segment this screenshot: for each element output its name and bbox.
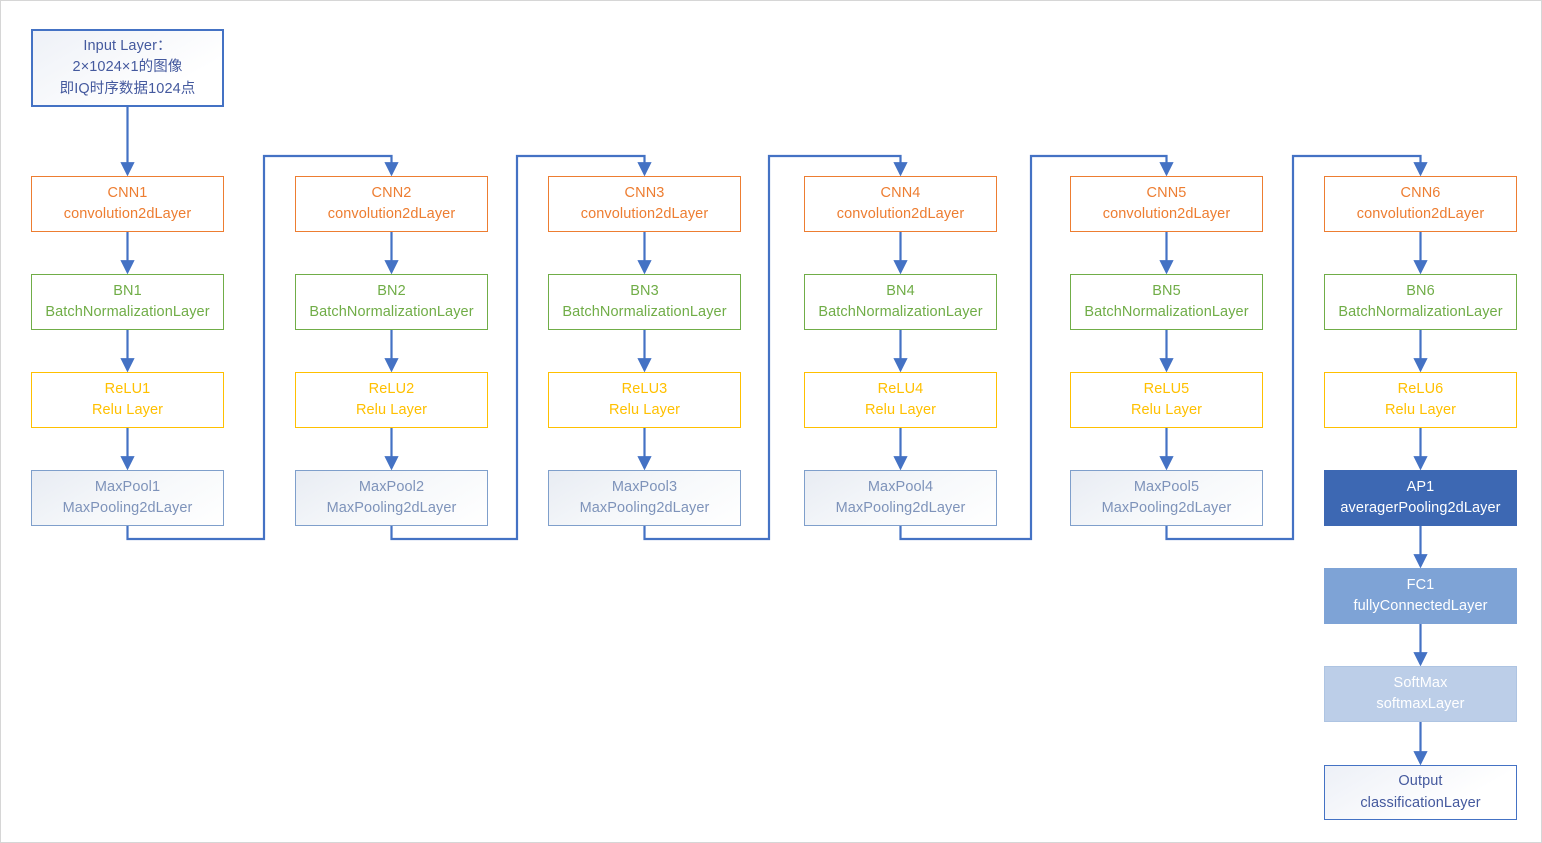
layer-title: MaxPool2 bbox=[358, 478, 425, 495]
layer-title: CNN2 bbox=[371, 184, 412, 201]
layer-subtitle: convolution2dLayer bbox=[836, 206, 965, 222]
layer-title: ReLU6 bbox=[1397, 380, 1444, 397]
layer-title: CNN1 bbox=[107, 184, 148, 201]
layer-title: FC1 bbox=[1406, 576, 1435, 593]
layer-title: Output bbox=[1398, 773, 1443, 790]
layer-subtitle: classificationLayer bbox=[1360, 794, 1481, 811]
bn6-box: BN6 BatchNormalizationLayer bbox=[1324, 274, 1517, 330]
layer-subtitle: Relu Layer bbox=[1130, 402, 1203, 418]
maxpool3-box: MaxPool3 MaxPooling2dLayer bbox=[548, 470, 741, 526]
layer-subtitle: MaxPooling2dLayer bbox=[1101, 500, 1232, 516]
layer-title: CNN6 bbox=[1400, 184, 1441, 201]
layer-subtitle: Relu Layer bbox=[608, 402, 681, 418]
bn4-box: BN4 BatchNormalizationLayer bbox=[804, 274, 997, 330]
input-line-1: Input Layer： bbox=[83, 38, 172, 55]
bn1-box: BN1 BatchNormalizationLayer bbox=[31, 274, 224, 330]
layer-title: CNN5 bbox=[1146, 184, 1187, 201]
layer-subtitle: MaxPooling2dLayer bbox=[579, 500, 710, 516]
layer-subtitle: fullyConnectedLayer bbox=[1353, 598, 1488, 614]
input-layer-box: Input Layer： 2×1024×1的图像 即IQ时序数据1024点 bbox=[31, 29, 224, 107]
connector-pool1-cnn2 bbox=[126, 154, 399, 541]
layer-subtitle: Relu Layer bbox=[355, 402, 428, 418]
layer-subtitle: convolution2dLayer bbox=[1356, 206, 1485, 222]
relu3-box: ReLU3 Relu Layer bbox=[548, 372, 741, 428]
cnn5-box: CNN5 convolution2dLayer bbox=[1070, 176, 1263, 232]
connector-pool2-cnn3 bbox=[390, 154, 652, 541]
connector-pool4-cnn5 bbox=[899, 154, 1174, 541]
relu5-box: ReLU5 Relu Layer bbox=[1070, 372, 1263, 428]
layer-subtitle: Relu Layer bbox=[864, 402, 937, 418]
layer-subtitle: MaxPooling2dLayer bbox=[835, 500, 966, 516]
input-line-3: 即IQ时序数据1024点 bbox=[59, 80, 196, 97]
connector-pool3-cnn4 bbox=[643, 154, 908, 541]
layer-subtitle: convolution2dLayer bbox=[63, 206, 192, 222]
cnn3-box: CNN3 convolution2dLayer bbox=[548, 176, 741, 232]
fc1-box: FC1 fullyConnectedLayer bbox=[1324, 568, 1517, 624]
cnn2-box: CNN2 convolution2dLayer bbox=[295, 176, 488, 232]
layer-subtitle: BatchNormalizationLayer bbox=[818, 304, 983, 320]
layer-title: CNN3 bbox=[624, 184, 665, 201]
input-line-2: 2×1024×1的图像 bbox=[72, 59, 183, 76]
layer-title: MaxPool4 bbox=[867, 478, 934, 495]
layer-subtitle: convolution2dLayer bbox=[580, 206, 709, 222]
layer-title: SoftMax bbox=[1393, 674, 1448, 691]
ap1-box: AP1 averagerPooling2dLayer bbox=[1324, 470, 1517, 526]
layer-title: ReLU1 bbox=[104, 380, 151, 397]
relu2-box: ReLU2 Relu Layer bbox=[295, 372, 488, 428]
layer-title: BN2 bbox=[377, 282, 406, 299]
layer-subtitle: BatchNormalizationLayer bbox=[562, 304, 727, 320]
layer-subtitle: convolution2dLayer bbox=[1102, 206, 1231, 222]
maxpool2-box: MaxPool2 MaxPooling2dLayer bbox=[295, 470, 488, 526]
layer-title: AP1 bbox=[1406, 478, 1435, 495]
relu6-box: ReLU6 Relu Layer bbox=[1324, 372, 1517, 428]
layer-subtitle: softmaxLayer bbox=[1376, 696, 1465, 712]
layer-title: MaxPool3 bbox=[611, 478, 678, 495]
layer-subtitle: BatchNormalizationLayer bbox=[309, 304, 474, 320]
cnn6-box: CNN6 convolution2dLayer bbox=[1324, 176, 1517, 232]
layer-title: CNN4 bbox=[880, 184, 921, 201]
connector-pool5-cnn6 bbox=[1165, 154, 1428, 541]
bn3-box: BN3 BatchNormalizationLayer bbox=[548, 274, 741, 330]
maxpool4-box: MaxPool4 MaxPooling2dLayer bbox=[804, 470, 997, 526]
bn2-box: BN2 BatchNormalizationLayer bbox=[295, 274, 488, 330]
layer-title: BN6 bbox=[1406, 282, 1435, 299]
layer-title: MaxPool5 bbox=[1133, 478, 1200, 495]
output-box: Output classificationLayer bbox=[1324, 765, 1517, 820]
layer-title: ReLU5 bbox=[1143, 380, 1190, 397]
layer-subtitle: Relu Layer bbox=[1384, 402, 1457, 418]
layer-title: MaxPool1 bbox=[94, 478, 161, 495]
maxpool1-box: MaxPool1 MaxPooling2dLayer bbox=[31, 470, 224, 526]
maxpool5-box: MaxPool5 MaxPooling2dLayer bbox=[1070, 470, 1263, 526]
layer-subtitle: BatchNormalizationLayer bbox=[45, 304, 210, 320]
layer-title: BN5 bbox=[1152, 282, 1181, 299]
bn5-box: BN5 BatchNormalizationLayer bbox=[1070, 274, 1263, 330]
layer-subtitle: Relu Layer bbox=[91, 402, 164, 418]
layer-subtitle: MaxPooling2dLayer bbox=[326, 500, 457, 516]
relu4-box: ReLU4 Relu Layer bbox=[804, 372, 997, 428]
layer-title: BN4 bbox=[886, 282, 915, 299]
layer-subtitle: MaxPooling2dLayer bbox=[62, 500, 193, 516]
layer-title: ReLU2 bbox=[368, 380, 415, 397]
softmax-box: SoftMax softmaxLayer bbox=[1324, 666, 1517, 722]
layer-title: ReLU3 bbox=[621, 380, 668, 397]
layer-title: BN1 bbox=[113, 282, 142, 299]
layer-title: BN3 bbox=[630, 282, 659, 299]
relu1-box: ReLU1 Relu Layer bbox=[31, 372, 224, 428]
layer-subtitle: averagerPooling2dLayer bbox=[1340, 500, 1501, 516]
layer-subtitle: BatchNormalizationLayer bbox=[1084, 304, 1249, 320]
cnn1-box: CNN1 convolution2dLayer bbox=[31, 176, 224, 232]
layer-subtitle: BatchNormalizationLayer bbox=[1338, 304, 1503, 320]
layer-subtitle: convolution2dLayer bbox=[327, 206, 456, 222]
layer-title: ReLU4 bbox=[877, 380, 924, 397]
cnn4-box: CNN4 convolution2dLayer bbox=[804, 176, 997, 232]
